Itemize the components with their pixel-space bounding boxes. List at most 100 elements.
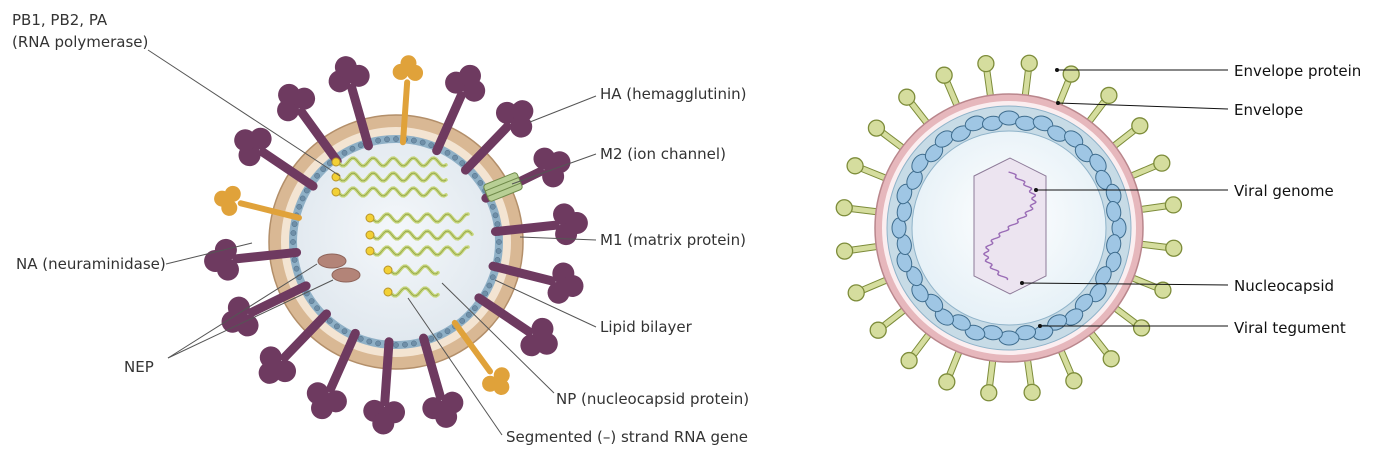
nep-particle <box>317 253 347 269</box>
leader-m2 <box>511 153 597 185</box>
envelope-protein-knob <box>835 242 854 260</box>
membrane-dot <box>303 187 310 194</box>
envelope-protein-knob <box>980 384 998 402</box>
envelope-protein-knob <box>869 321 887 339</box>
label-ha: HA (hemagglutinin) <box>600 85 747 103</box>
spike-lobe <box>221 310 244 333</box>
membrane-dot <box>384 136 390 143</box>
membrane-dot <box>393 136 399 142</box>
capsomere <box>1106 200 1122 222</box>
rna-segment-outline <box>337 187 447 197</box>
membrane-dot <box>357 335 364 342</box>
membrane-dot <box>444 328 451 335</box>
membrane-dot <box>428 335 435 342</box>
ha-spike-head <box>547 262 584 304</box>
ha-spike-head <box>204 238 239 281</box>
enveloped-leader-lines <box>1020 68 1229 328</box>
leader-m1 <box>519 236 597 241</box>
rna-segment-outline <box>337 157 447 167</box>
label-na: NA (neuraminidase) <box>16 255 166 273</box>
polymerase-dot <box>365 213 375 223</box>
spike-lobe <box>400 55 417 72</box>
leader-nep-2 <box>167 279 334 359</box>
spike-stem <box>451 319 494 375</box>
membrane-dot <box>299 195 306 202</box>
membrane-dot <box>308 298 315 304</box>
membrane-dot <box>293 265 300 272</box>
na-spike-head <box>214 185 241 216</box>
membrane-dot <box>357 142 364 149</box>
spike-lobe <box>311 397 334 420</box>
envelope-protein-knob <box>1065 372 1083 390</box>
envelope-protein-knob <box>1102 350 1120 368</box>
membrane-dot <box>489 274 496 281</box>
membrane-dot <box>459 160 466 166</box>
membrane-dot <box>419 139 426 146</box>
leader-dot <box>1055 68 1059 72</box>
leader-nep-1 <box>167 263 318 359</box>
spike-lobe <box>278 83 301 106</box>
leader-rna <box>407 297 503 436</box>
ha-spike-head <box>258 346 297 384</box>
polymerase-dot <box>331 187 341 197</box>
membrane-dot <box>341 149 348 156</box>
envelope-protein-knob <box>847 284 865 302</box>
membrane-dot <box>291 221 298 227</box>
ha-spike-head <box>520 317 558 357</box>
ha-spike-head <box>221 296 259 337</box>
spike-lobe <box>548 151 571 174</box>
membrane-dot <box>296 203 303 210</box>
membrane-dot <box>465 311 472 318</box>
spike-lobe <box>435 405 458 428</box>
membrane-dot <box>320 166 327 173</box>
leader-dot <box>1020 281 1024 285</box>
spike-lobe <box>565 211 588 234</box>
membrane-dot <box>472 305 478 312</box>
membrane-dot <box>349 145 356 152</box>
spike-stem <box>474 293 534 336</box>
rna-segment-outline <box>371 246 469 256</box>
polymerase-dot <box>331 157 341 167</box>
ha-spike-head <box>553 203 588 246</box>
membrane-dot <box>366 338 373 345</box>
leader-nucleocapsid <box>1021 282 1229 286</box>
leader-envelope <box>1057 102 1229 110</box>
polymerase-dot <box>383 265 393 275</box>
membrane-dot <box>496 239 502 245</box>
envelope-protein-knob <box>835 199 853 217</box>
label-lipid-bilayer: Lipid bilayer <box>600 318 693 336</box>
label-rna-gene: Segmented (–) strand RNA gene <box>506 428 748 446</box>
spike-stem <box>326 328 360 393</box>
spike-lobe <box>511 100 534 123</box>
envelope-protein-knob <box>1062 65 1080 83</box>
envelope-protein-knob <box>1132 319 1151 337</box>
ha-spike-head <box>533 147 571 188</box>
polymerase-dot <box>365 246 375 256</box>
leader-polymerase <box>147 49 341 177</box>
spike-stem <box>432 91 466 156</box>
polymerase-dot <box>365 230 375 240</box>
m2-channel-body <box>483 172 523 202</box>
membrane-dot <box>489 203 496 210</box>
envelope-protein-knob <box>867 119 886 137</box>
ha-spike-head <box>445 64 486 102</box>
membrane-dot <box>472 172 478 179</box>
spike-stem <box>460 122 512 175</box>
spike-lobe <box>561 275 584 298</box>
spike-lobe <box>458 64 481 87</box>
polymerase-dot <box>383 287 393 297</box>
membrane-dot <box>428 142 435 149</box>
ha-spike-head <box>495 100 534 138</box>
spike-lobe <box>204 250 227 273</box>
envelope-protein-knob <box>1020 54 1038 72</box>
spike-stems <box>232 79 560 407</box>
membrane-dot <box>411 340 417 347</box>
rna-segment-outline <box>371 230 473 240</box>
nucleocapsid-capsomeres <box>891 110 1127 346</box>
ha-spike-head <box>234 127 272 167</box>
ha-spike-head <box>422 391 464 428</box>
envelope-protein-knob <box>1164 196 1183 214</box>
spike-lobe <box>493 367 510 384</box>
leader-lipid <box>494 279 597 328</box>
envelope-protein-spikes <box>835 54 1183 402</box>
